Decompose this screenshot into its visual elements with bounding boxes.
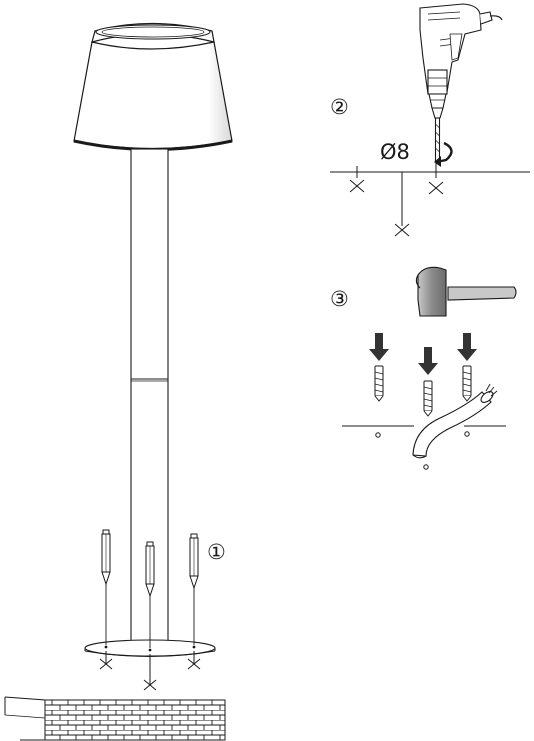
- hammer-icon: [415, 266, 517, 317]
- wall-plug-icon: [423, 380, 433, 417]
- drill-diameter-label: Ø8: [380, 140, 410, 164]
- insert-arrows: [369, 333, 477, 375]
- rotation-arrow-icon: [435, 141, 453, 164]
- lamp-shade: [73, 41, 233, 150]
- down-arrow-icon: [369, 333, 389, 361]
- base-marks: [99, 651, 201, 691]
- drill-ground: [330, 162, 530, 237]
- down-arrow-icon: [418, 347, 438, 375]
- wall-plug-icon: [374, 365, 384, 402]
- marking-pencils: [101, 529, 199, 648]
- pencil-icon: [189, 533, 199, 645]
- lamp-shade-top: [91, 22, 215, 43]
- power-cable: [412, 383, 498, 459]
- rotation-arrowhead-icon: [434, 156, 441, 167]
- brick-wall: [4, 696, 226, 741]
- drill-icon: [419, 3, 503, 163]
- step-2-label: ②: [330, 95, 349, 119]
- plug-ground: [342, 425, 506, 470]
- pencil-icon: [145, 541, 155, 648]
- step-1-label: ①: [207, 540, 226, 564]
- pencil-icon: [101, 529, 111, 645]
- step-3-label: ③: [330, 287, 349, 311]
- wall-plug-icon: [462, 365, 472, 402]
- down-arrow-icon: [457, 333, 477, 361]
- wall-plugs: [374, 365, 472, 417]
